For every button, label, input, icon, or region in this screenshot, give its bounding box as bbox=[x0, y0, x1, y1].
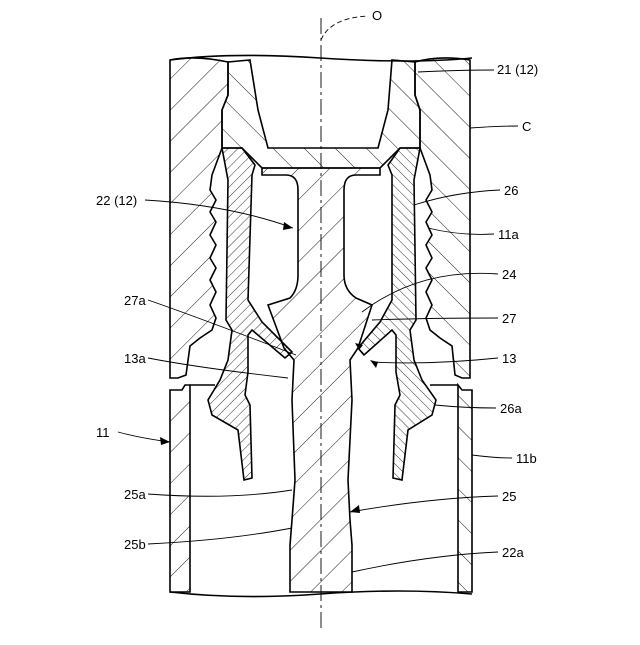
label-13a: 13a bbox=[124, 351, 146, 366]
label-11b: 11b bbox=[516, 451, 537, 466]
label-27: 27 bbox=[502, 311, 516, 326]
label-25a: 25a bbox=[124, 487, 146, 502]
label-22a: 22a bbox=[502, 545, 524, 560]
label-27a: 27a bbox=[124, 293, 146, 308]
label-13: 13 bbox=[502, 351, 516, 366]
label-11: 11 bbox=[96, 425, 110, 440]
label-21-12: 21 (12) bbox=[497, 62, 538, 77]
label-26a: 26a bbox=[500, 401, 522, 416]
lower-body-right-wall bbox=[458, 385, 472, 592]
label-24: 24 bbox=[502, 267, 516, 282]
label-11a: 11a bbox=[498, 227, 519, 242]
upper-block-left-wall bbox=[170, 58, 228, 378]
label-25b: 25b bbox=[124, 537, 146, 552]
label-22-12: 22 (12) bbox=[96, 193, 137, 208]
axis-label-o: O bbox=[372, 8, 382, 23]
label-25: 25 bbox=[502, 489, 516, 504]
upper-block-right-wall bbox=[415, 58, 470, 378]
lower-body-left-wall bbox=[170, 385, 190, 592]
axis-leader bbox=[321, 16, 368, 40]
label-c: C bbox=[522, 119, 531, 134]
label-26: 26 bbox=[504, 183, 518, 198]
